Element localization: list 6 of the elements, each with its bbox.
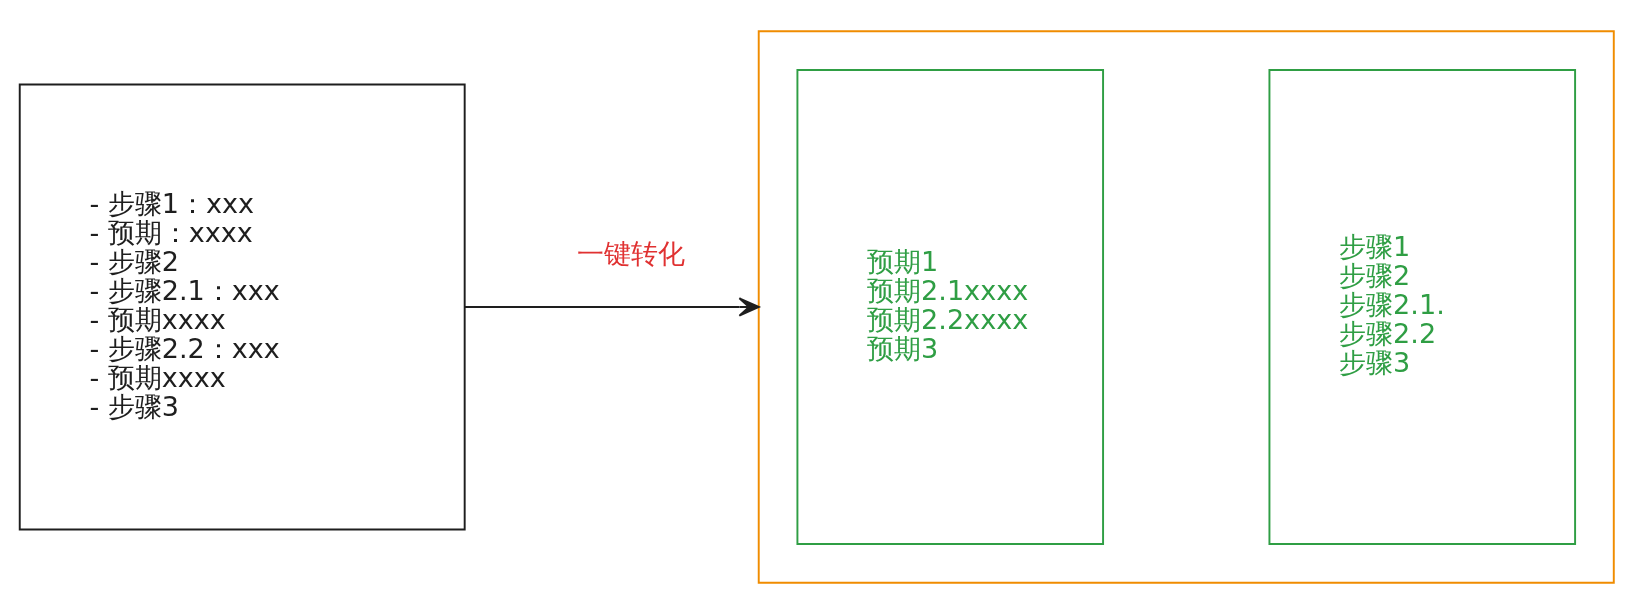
edge-label: 一键转化 — [576, 237, 685, 269]
node-box: 步骤1 步骤2 步骤2.1. 步骤2.2 步骤3 — [1267, 69, 1576, 545]
node-box: - 步骤1：xxx - 预期：xxxx - 步骤2 - 步骤2.1：xxx - 预期xxxx - 步骤2.2：xxx - 预期xxxx - 步骤3 — [18, 83, 466, 531]
node-box: 预期1 预期2.1xxxx 预期2.2xxxx 预期3 — [795, 69, 1104, 545]
cluster — [757, 30, 1615, 584]
arrow — [463, 297, 760, 317]
